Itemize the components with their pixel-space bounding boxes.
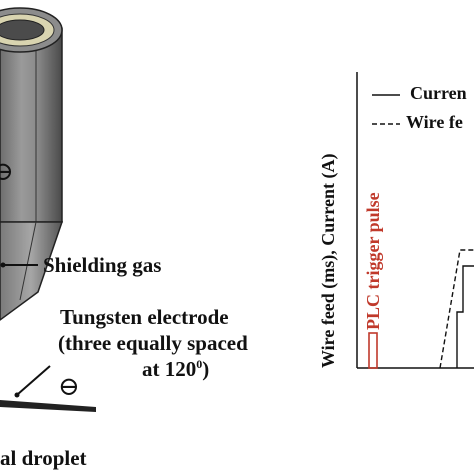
nozzle-cone-facet xyxy=(19,221,37,301)
droplet-label: al droplet xyxy=(0,446,87,470)
tungsten-label-angle: at 120 xyxy=(142,357,197,381)
tungsten-label-line1: Tungsten electrode xyxy=(60,305,229,329)
plc-trigger-label: PLC trigger pulse xyxy=(363,192,383,330)
tungsten-electrode-rod xyxy=(0,400,96,412)
shielding-gas-label: Shielding gas xyxy=(43,253,162,277)
nozzle-minus-sign: ⊖ xyxy=(0,157,14,186)
chart-y-axis-label: Wire feed (ms), Current (A) xyxy=(318,153,338,368)
tungsten-label-superscript: 0 xyxy=(196,357,203,371)
nozzle-bore xyxy=(0,19,45,41)
plc-trigger-pulse xyxy=(368,332,378,369)
tungsten-label-close: ) xyxy=(202,357,210,381)
tungsten-pointer-line xyxy=(17,365,51,395)
tungsten-pointer-dot xyxy=(14,392,20,398)
current-trace xyxy=(456,265,474,368)
shielding-gas-pointer-dot xyxy=(0,262,6,268)
electrode-minus-sign: ⊖ xyxy=(58,372,80,401)
legend-wirefeed-label: Wire fe xyxy=(406,112,463,132)
wire-feed-trace xyxy=(439,249,474,369)
legend-current-label: Curren xyxy=(410,83,467,103)
nozzle-cone xyxy=(0,221,64,321)
tungsten-label-line2: (three equally spaced xyxy=(58,331,248,355)
tungsten-label-line3: at 1200) xyxy=(142,357,209,382)
